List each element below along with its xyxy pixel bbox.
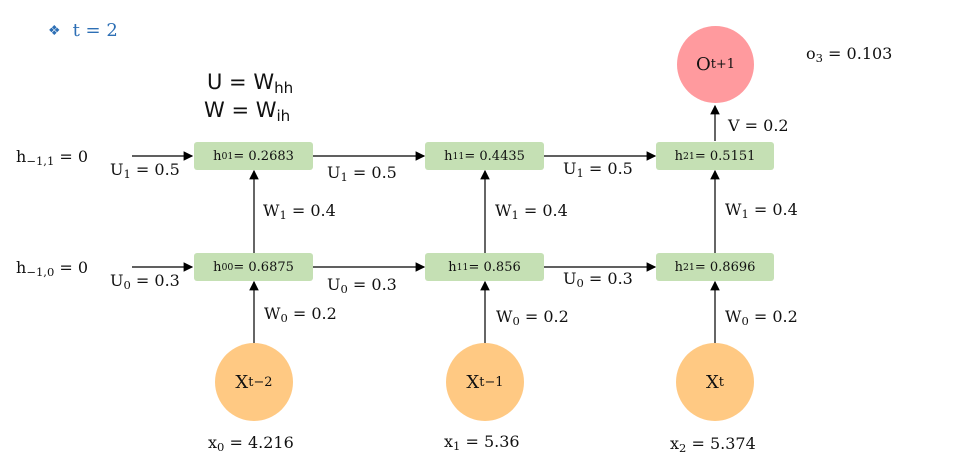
input-value: x1 = 5.36	[444, 432, 520, 453]
w-definition: W = Wih	[204, 98, 291, 125]
weight-w1-label: W1 = 0.4	[495, 201, 568, 222]
output-value: o3 = 0.103	[806, 44, 893, 65]
u-definition: U = Whh	[207, 70, 294, 97]
weight-u1-label: U1 = 0.5	[563, 159, 633, 180]
initial-state-top: h−1,1 = 0	[16, 147, 89, 168]
initial-state-bottom: h−1,0 = 0	[16, 258, 89, 279]
weight-u1-label: U1 = 0.5	[110, 160, 180, 181]
weight-u0-label: U0 = 0.3	[110, 271, 180, 292]
weight-w0-label: W0 = 0.2	[725, 307, 798, 328]
weight-u0-label: U0 = 0.3	[327, 275, 397, 296]
weight-u1-label: U1 = 0.5	[327, 163, 397, 184]
weight-w1-label: W1 = 0.4	[725, 200, 798, 221]
time-step-label: t = 2	[72, 20, 118, 41]
weight-u0-label: U0 = 0.3	[563, 269, 633, 290]
weight-v-label: V = 0.2	[728, 116, 789, 135]
input-value: x0 = 4.216	[208, 433, 294, 454]
diamond-bullet-icon: ❖	[48, 22, 61, 39]
time-step-heading: ❖ t = 2	[48, 20, 118, 41]
input-value: x2 = 5.374	[670, 434, 756, 455]
weight-w1-label: W1 = 0.4	[263, 201, 336, 222]
weight-w0-label: W0 = 0.2	[496, 307, 569, 328]
weight-w0-label: W0 = 0.2	[264, 304, 337, 325]
